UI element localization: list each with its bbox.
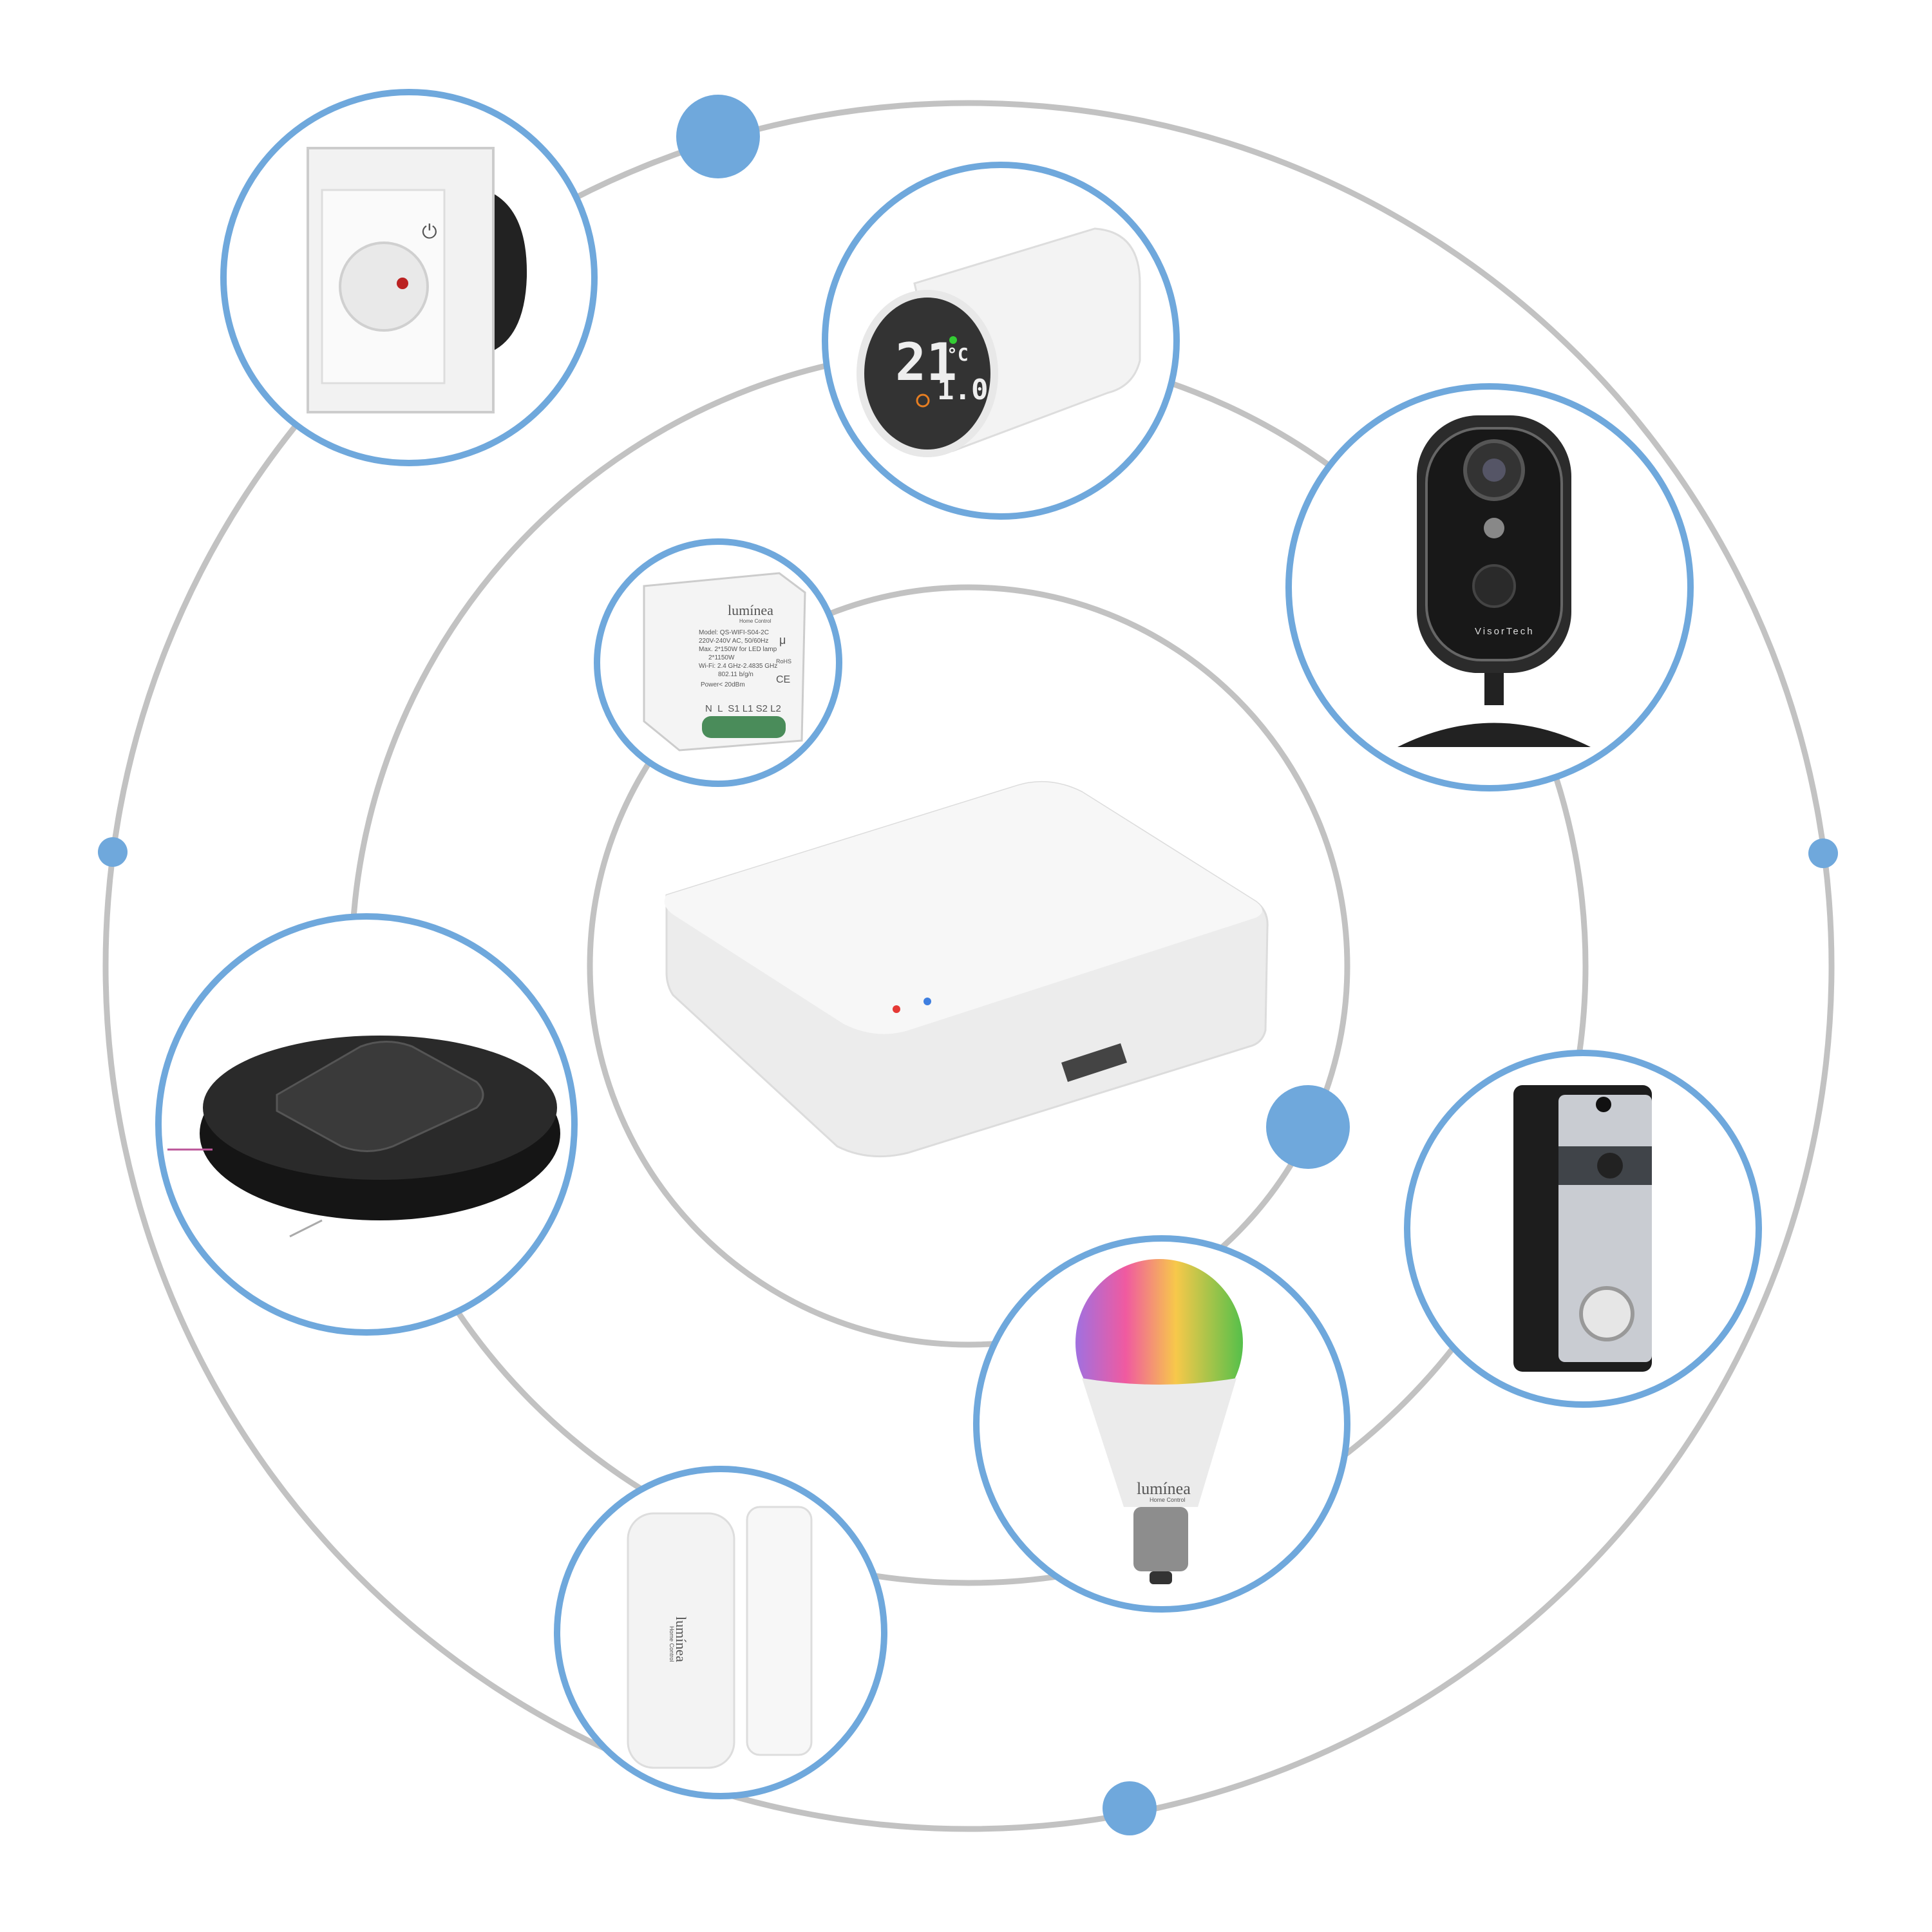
device-smart-bulb: lumínea Home Control [973,1235,1350,1613]
bulb-base [1133,1507,1188,1571]
relay-spec-line: 220V-240V AC, 50/60Hz [699,638,768,645]
device-wifi-relay: lumínea Home Control Model: QS-WIFI-S04-… [594,538,842,787]
relay-brand: lumínea [728,602,773,618]
relay-spec-line: 802.11 b/g/n [718,671,753,678]
relay-terminal-labels: N L S1 L1 S2 L2 [705,703,781,714]
camera-brand: VisorTech [1475,626,1535,637]
hub-status-led-blue [923,998,931,1005]
power-icon: ⏻ [422,222,437,243]
ce-mark: CE [776,674,790,685]
orbit-dot [1103,1781,1157,1835]
device-video-doorbell [1404,1050,1762,1408]
rohs-mark: RoHS [776,658,791,665]
usb-port [1061,1043,1127,1082]
clock-icon [916,393,930,408]
device-smart-thermostat: 21 1.0 °C [822,162,1180,520]
sensor-sub-brand: Home Control [668,1626,675,1662]
orbit-dot [676,95,760,178]
device-door-sensor: lumínea Home Control [554,1466,887,1799]
hub-status-led-red [893,1005,900,1013]
orbit-dot [1808,838,1838,868]
device-smart-socket: ⏻ [220,89,598,466]
temperature-unit: °C [947,344,969,365]
hub-device [664,781,1269,1158]
terminal-block [702,716,786,738]
relay-spec-line: 2*1150W [708,654,735,661]
doorbell-camera-icon [1596,1097,1611,1112]
mu-mark: μ [779,634,786,647]
outer-orbit [102,100,1835,1832]
thermostat-display [864,298,990,450]
relay-sub-brand: Home Control [739,618,772,624]
orbit-dot [98,837,128,867]
wifi-signal-icon [949,336,957,344]
relay-spec-line: Max. 2*150W for LED lamp [699,646,777,653]
doorbell-button [1579,1286,1634,1341]
inner-orbit [587,584,1350,1348]
sensor-brand: lumínea [673,1616,689,1662]
device-security-camera: VisorTech [1285,383,1694,791]
relay-spec-line: Model: QS-WIFI-S04-2C [699,629,769,636]
orbit-dot [1266,1085,1350,1169]
relay-spec-line: Wi-Fi: 2.4 GHz-2.4835 GHz [699,663,777,670]
bulb-brand: lumínea [1137,1479,1191,1498]
temperature-decimal: 1.0 [937,374,988,406]
socket-outlet-icon [339,242,429,332]
device-robot-vacuum [155,913,578,1336]
bulb-sub-brand: Home Control [1150,1497,1186,1503]
relay-spec-line: Power< 20dBm [701,681,745,688]
temperature-main: 21 [895,332,957,392]
